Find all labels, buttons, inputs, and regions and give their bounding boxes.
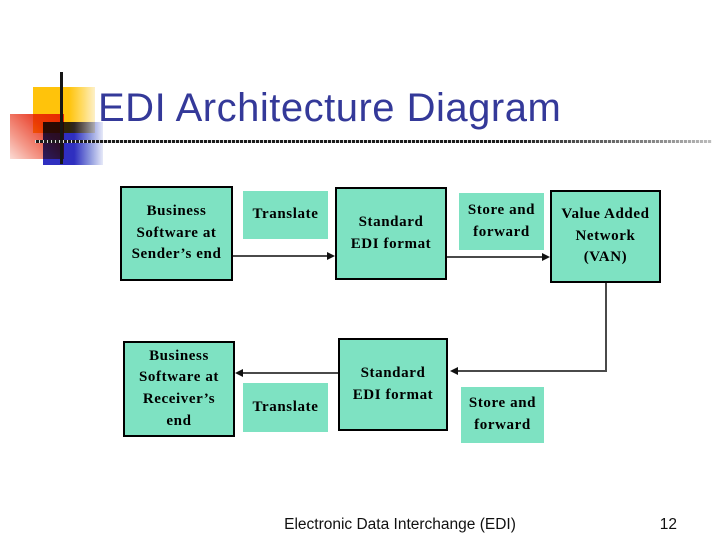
arrowhead-left-icon bbox=[450, 367, 458, 375]
page-title: EDI Architecture Diagram bbox=[98, 86, 562, 130]
node-business-software-sender: Business Software at Sender’s end bbox=[120, 186, 233, 281]
arrow-standard-to-van bbox=[447, 256, 543, 258]
node-store-and-forward-bottom: Store and forward bbox=[461, 387, 544, 443]
arrow-sender-to-standard bbox=[233, 255, 329, 257]
accent-blue-square bbox=[43, 122, 103, 165]
arrowhead-left-icon bbox=[235, 369, 243, 377]
node-standard-edi-format-bottom: Standard EDI format bbox=[338, 338, 448, 431]
arrow-van-down-segment bbox=[605, 283, 607, 371]
arrow-van-to-standard-bottom bbox=[458, 370, 607, 372]
title-divider-line bbox=[35, 140, 712, 143]
page-number: 12 bbox=[659, 516, 677, 533]
arrow-standard-to-receiver bbox=[241, 372, 338, 374]
node-store-and-forward-top: Store and forward bbox=[459, 193, 544, 250]
node-translate-bottom: Translate bbox=[243, 383, 328, 432]
accent-vertical-line bbox=[60, 72, 63, 164]
arrowhead-right-icon bbox=[327, 252, 335, 260]
arrowhead-right-icon bbox=[542, 253, 550, 261]
node-value-added-network: Value Added Network (VAN) bbox=[550, 190, 661, 283]
node-translate-top: Translate bbox=[243, 191, 328, 239]
node-business-software-receiver: Business Software at Receiver’s end bbox=[123, 341, 235, 437]
node-standard-edi-format-top: Standard EDI format bbox=[335, 187, 447, 280]
footer-text: Electronic Data Interchange (EDI) bbox=[284, 516, 516, 533]
